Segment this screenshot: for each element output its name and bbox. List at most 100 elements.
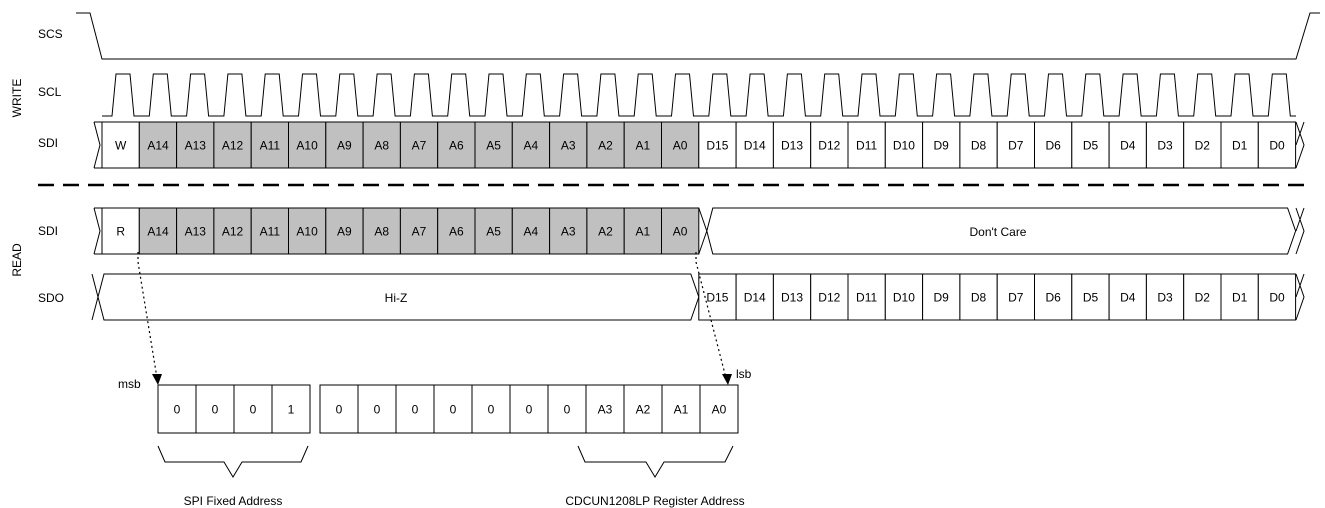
register-address-bit-cell [699, 384, 739, 434]
sdi-read-cell [661, 207, 700, 255]
sdi-read-cell-label: A6 [449, 225, 464, 239]
sdi-write-cell-label: D7 [1008, 139, 1024, 153]
sdo-cell [996, 273, 1036, 321]
sdi-write-cell-label: A5 [486, 139, 501, 153]
sdi-write-cell [959, 121, 998, 169]
sdi-read-cell-label: A0 [673, 225, 688, 239]
sdi-write-cell [325, 121, 364, 169]
sdi-read-cell [250, 207, 289, 255]
sdo-cell [847, 273, 886, 321]
sdo-cell-label: D14 [744, 291, 766, 305]
sdi-read-cell-label: A3 [561, 225, 576, 239]
register-address-bit-label: 0 [526, 403, 533, 417]
sdo-cell-label: D3 [1157, 291, 1173, 305]
sdi-read-cell-label: A9 [337, 225, 352, 239]
sdi-write-cell-label: D1 [1232, 139, 1248, 153]
sdi-write-cell-label: A4 [524, 139, 539, 153]
fixed-address-caption: SPI Fixed Address [184, 494, 283, 508]
sdi-write-lead-in [93, 121, 102, 169]
sdi-write-cell-label: D15 [706, 139, 728, 153]
sdi-read-cell [399, 207, 439, 255]
fixed-address-bit-label: 0 [174, 403, 181, 417]
sdi-write-cell-label: D10 [893, 139, 915, 153]
sdo-cell-label: D11 [856, 291, 877, 305]
sdo-cell [735, 273, 774, 321]
sdi-write-cell-label: D4 [1120, 139, 1136, 153]
sdi-write-lead-out [1295, 121, 1305, 169]
sdo-cell-label: D8 [971, 291, 987, 305]
msb-pointer-arrow [137, 252, 158, 379]
sdi-read-cell [362, 207, 401, 255]
sdi-write-cell-label: A13 [185, 139, 207, 153]
sdi-read-signal-label: SDI [38, 224, 58, 238]
fixed-address-bit-cell [195, 384, 235, 434]
sdi-write-cell-label: A1 [635, 139, 650, 153]
dont-care-label: Don't Care [970, 225, 1027, 239]
fixed-address-brace [157, 445, 309, 478]
sdi-write-cell-label: A0 [673, 139, 688, 153]
sdo-cell-label: D6 [1046, 291, 1062, 305]
sdo-cell [922, 273, 961, 321]
sdo-cell-label: D5 [1083, 291, 1099, 305]
register-address-bit-cell [509, 384, 549, 434]
sdi-write-cell-label: D2 [1195, 139, 1211, 153]
fixed-address-bit-label: 0 [212, 403, 219, 417]
fixed-address-bit-cell [271, 384, 311, 434]
sdi-write-cell [735, 121, 774, 169]
register-address-bit-label: 0 [336, 403, 343, 417]
sdo-cell-label: D12 [818, 291, 840, 305]
sdi-write-cell [922, 121, 961, 169]
sdo-cell-label: D0 [1269, 291, 1285, 305]
sdo-cell-label: D2 [1195, 291, 1211, 305]
sdi-write-cell [399, 121, 439, 169]
sdi-write-cell [772, 121, 812, 169]
sdi-write-cell-label: D3 [1157, 139, 1173, 153]
register-address-bit-label: A1 [674, 403, 689, 417]
sdi-read-cell-label: A7 [412, 225, 427, 239]
lsb-arrowhead [722, 374, 732, 385]
register-address-bit-label: 0 [564, 403, 571, 417]
sdi-write-cell-label: D0 [1269, 139, 1285, 153]
sdi-write-cell-label: A8 [374, 139, 389, 153]
register-address-bit-cell [395, 384, 435, 434]
sdi-write-cell [623, 121, 663, 169]
sdi-read-cell-label: A13 [185, 225, 207, 239]
sdi-write-cell [474, 121, 513, 169]
register-address-bit-label: 0 [374, 403, 381, 417]
sdi-read-cell [138, 207, 178, 255]
sdo-cell-label: D7 [1008, 291, 1024, 305]
sdi-read-lead-in [93, 207, 102, 255]
sdi-read-cell-label: A2 [598, 225, 613, 239]
register-address-bit-label: 0 [488, 403, 495, 417]
sdo-cell-label: D9 [934, 291, 950, 305]
sdi-read-cell [101, 207, 140, 255]
sdi-read-lead-out [1295, 207, 1305, 255]
sdi-read-cell-label: A1 [635, 225, 650, 239]
register-address-bit-label: 0 [412, 403, 419, 417]
sdo-cell-label: D15 [706, 291, 728, 305]
sdi-write-cell [698, 121, 737, 169]
sdi-write-cell-label: W [115, 139, 127, 153]
sdo-cell [1183, 273, 1222, 321]
fixed-address-bit-cell [157, 384, 197, 434]
sdo-lead-out [1295, 273, 1305, 321]
dont-care-region [698, 207, 1297, 255]
scl-waveform [102, 73, 1296, 117]
sdi-write-cell [586, 121, 625, 169]
fixed-address-bit-label: 1 [288, 403, 295, 417]
lsb-label: lsb [736, 367, 752, 381]
sdo-cell [1257, 273, 1297, 321]
sdo-cell-label: D1 [1232, 291, 1248, 305]
sdi-read-cell [623, 207, 663, 255]
sdi-write-cell [810, 121, 849, 169]
sdo-cell [884, 273, 924, 321]
sdi-write-cell [996, 121, 1036, 169]
sdi-read-cell [437, 207, 476, 255]
sdi-read-cell [549, 207, 588, 255]
frame-text-group: Don't Care Hi-Z [385, 225, 1027, 305]
sdi-write-cell-label: D12 [818, 139, 840, 153]
sdi-write-cell-label: A14 [147, 139, 169, 153]
scl-waveform-group [102, 73, 1296, 117]
